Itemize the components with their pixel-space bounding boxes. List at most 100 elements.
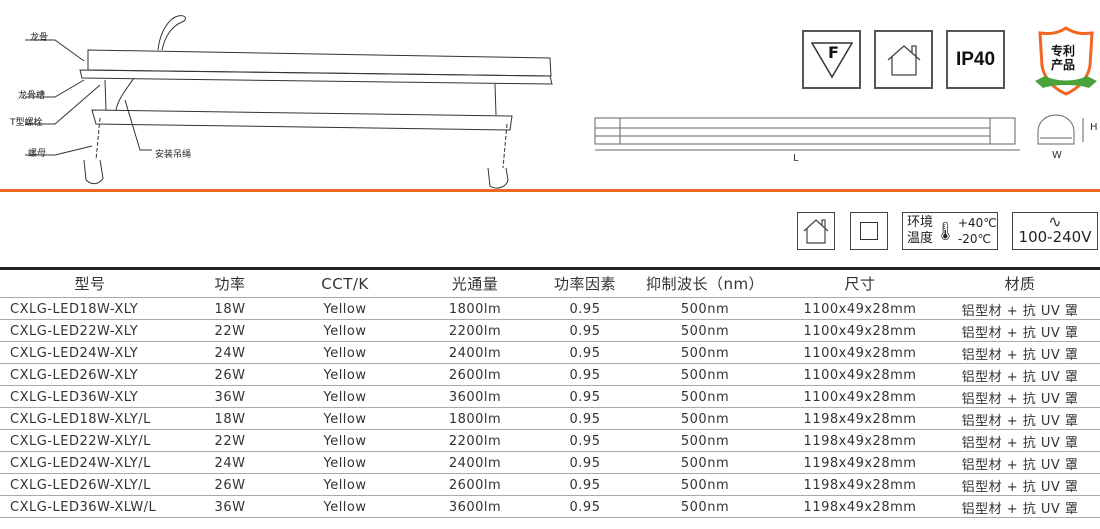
table-cell: 铝型材 + 抗 UV 罩 — [961, 414, 1079, 429]
table-cell: 22W — [214, 434, 246, 449]
table-cell: 500nm — [680, 324, 730, 339]
temp-label-2: 温度 — [907, 231, 934, 246]
thermometer-icon: 🌡 — [934, 220, 957, 242]
table-cell: 3600lm — [448, 500, 502, 515]
table-cell: 0.95 — [569, 390, 601, 405]
table-cell: 铝型材 + 抗 UV 罩 — [961, 436, 1079, 451]
table-cell: Yellow — [323, 368, 367, 383]
table-cell: 铝型材 + 抗 UV 罩 — [961, 392, 1079, 407]
f-mark-icon: F — [802, 30, 861, 89]
table-cell: Yellow — [323, 434, 367, 449]
table-cell: 铝型材 + 抗 UV 罩 — [961, 502, 1079, 517]
table-cell: 1100x49x28mm — [803, 324, 917, 339]
table-cell: 500nm — [680, 302, 730, 317]
table-cell: 22W — [214, 324, 246, 339]
table-cell: 2400lm — [448, 456, 502, 471]
voltage-box: ∿ 100-240V — [1012, 212, 1098, 250]
label-t-bolt: T型螺栓 — [10, 118, 43, 128]
table-cell: 1198x49x28mm — [803, 434, 917, 449]
table-cell: CXLG-LED36W-XLY — [10, 390, 139, 405]
dim-length-label: L — [793, 153, 799, 164]
column-header: 抑制波长（nm） — [645, 275, 765, 293]
table-cell: CXLG-LED24W-XLY/L — [10, 456, 151, 471]
table-cell: Yellow — [323, 346, 367, 361]
table-cell: 铝型材 + 抗 UV 罩 — [961, 370, 1079, 385]
table-cell: 36W — [214, 500, 246, 515]
voltage-text: 100-240V — [1018, 228, 1092, 246]
badge-text-2: 产品 — [1051, 58, 1076, 72]
table-cell: 500nm — [680, 456, 730, 471]
table-cell: CXLG-LED26W-XLY — [10, 368, 139, 383]
column-header: 功率 — [214, 275, 246, 293]
table-cell: 18W — [214, 302, 246, 317]
temp-low: -20℃ — [957, 232, 991, 246]
table-cell: Yellow — [323, 390, 367, 405]
table-cell: 铝型材 + 抗 UV 罩 — [961, 348, 1079, 363]
ip-rating-text: IP40 — [955, 48, 996, 70]
column-header: 尺寸 — [844, 275, 876, 293]
table-row: CXLG-LED36W-XLY 36W Yellow 3600lm 0.95 500nm 1… — [0, 385, 1100, 408]
table-cell: Yellow — [323, 412, 367, 427]
table-cell: 0.95 — [569, 434, 601, 449]
table-cell: 1100x49x28mm — [803, 302, 917, 317]
table-cell: 0.95 — [569, 302, 601, 317]
table-cell: 0.95 — [569, 324, 601, 339]
table-cell: 3600lm — [448, 390, 502, 405]
label-hanging-rope: 安装吊绳 — [155, 150, 192, 160]
table-cell: Yellow — [323, 302, 367, 317]
table-cell: 1198x49x28mm — [803, 456, 917, 471]
table-cell: 2600lm — [448, 368, 502, 383]
table-cell: CXLG-LED36W-XLW/L — [10, 500, 157, 515]
table-cell: 2600lm — [448, 478, 502, 493]
table-cell: CXLG-LED18W-XLY/L — [10, 412, 151, 427]
table-cell: 1198x49x28mm — [803, 478, 917, 493]
table-row: CXLG-LED22W-XLY/L 22W Yellow 2200lm 0.95 500n… — [0, 429, 1100, 452]
label-keel-slot: 龙骨槽 — [18, 91, 46, 101]
table-cell: 1198x49x28mm — [803, 412, 917, 427]
table-cell: 铝型材 + 抗 UV 罩 — [961, 326, 1079, 341]
column-header: 型号 — [74, 275, 106, 293]
table-cell: 500nm — [680, 346, 730, 361]
label-keel: 龙骨 — [30, 33, 49, 43]
column-header: 材质 — [1004, 275, 1036, 293]
installation-diagram — [25, 15, 553, 189]
ambient-temperature-box: 环境温度 🌡 +40℃-20℃ — [902, 212, 998, 250]
table-cell: 2400lm — [448, 346, 502, 361]
class-ii-insulation-icon — [850, 212, 888, 250]
table-cell: 铝型材 + 抗 UV 罩 — [961, 458, 1079, 473]
table-cell: 500nm — [680, 390, 730, 405]
table-cell: 铝型材 + 抗 UV 罩 — [961, 480, 1079, 495]
table-cell: 0.95 — [569, 500, 601, 515]
table-cell: 500nm — [680, 478, 730, 493]
indoor-house-icon-small — [797, 212, 835, 250]
indoor-house-icon — [874, 30, 933, 89]
table-cell: CXLG-LED18W-XLY — [10, 302, 139, 317]
table-cell: 2200lm — [448, 434, 502, 449]
patent-badge-icon: 专利 产品 — [1035, 26, 1097, 98]
table-cell: 0.95 — [569, 346, 601, 361]
dim-height-label: H — [1090, 122, 1098, 133]
table-cell: 1198x49x28mm — [803, 500, 917, 515]
column-header: 功率因素 — [553, 275, 616, 293]
table-cell: 500nm — [680, 434, 730, 449]
table-cell: Yellow — [323, 500, 367, 515]
table-cell: 1100x49x28mm — [803, 368, 917, 383]
table-cell: 500nm — [680, 368, 730, 383]
table-cell: 0.95 — [569, 456, 601, 471]
column-header: 光通量 — [451, 275, 499, 293]
table-cell: 1800lm — [448, 412, 502, 427]
table-cell: CXLG-LED22W-XLY/L — [10, 434, 151, 449]
table-cell: 36W — [214, 390, 246, 405]
table-cell: CXLG-LED24W-XLY — [10, 346, 139, 361]
table-cell: 1100x49x28mm — [803, 390, 917, 405]
dim-width-label: W — [1052, 150, 1062, 161]
ac-wave-icon: ∿ — [1048, 212, 1062, 231]
table-cell: 24W — [214, 346, 246, 361]
table-cell: 0.95 — [569, 412, 601, 427]
